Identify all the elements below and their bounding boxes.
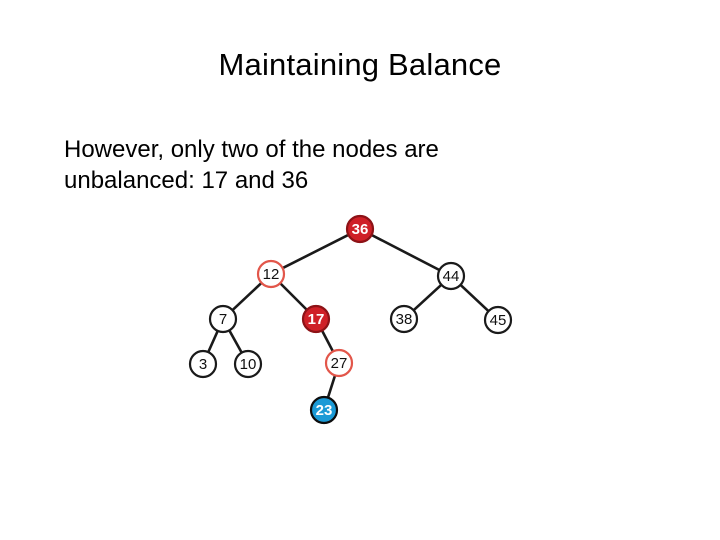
tree-node-circle (483, 305, 513, 335)
tree-node-label: 17 (308, 311, 325, 328)
tree-node-circle (436, 261, 466, 291)
tree-edge (280, 233, 351, 270)
tree-node-38: 38 (389, 304, 419, 334)
page-title: Maintaining Balance (218, 47, 502, 82)
tree-edge (411, 282, 444, 313)
tree-node-label: 36 (352, 221, 369, 238)
tree-node-layer: 36 12 44 7 17 38 45 3 10 27 23 (188, 214, 513, 425)
tree-node-3: 3 (188, 349, 218, 379)
tree-node-23: 23 (309, 395, 339, 425)
tree-edge (230, 280, 264, 313)
tree-node-label: 3 (199, 356, 207, 373)
tree-edge (320, 328, 335, 354)
tree-node-label: 10 (240, 356, 257, 373)
tree-node-label: 27 (331, 355, 348, 372)
tree-node-27: 27 (324, 348, 354, 378)
tree-edge (227, 328, 244, 355)
tree-node-44: 44 (436, 261, 466, 291)
tree-node-7: 7 (208, 304, 238, 334)
tree-node-circle (256, 259, 286, 289)
tree-edge (206, 328, 220, 355)
tree-node-label: 7 (219, 311, 227, 328)
tree-node-12: 12 (256, 259, 286, 289)
tree-edge (369, 233, 442, 272)
tree-node-label: 44 (443, 268, 460, 285)
tree-node-circle (233, 349, 263, 379)
tree-node-circle (389, 304, 419, 334)
tree-node-circle (345, 214, 375, 244)
tree-edge (278, 281, 309, 312)
tree-node-circle (208, 304, 238, 334)
tree-node-36: 36 (345, 214, 375, 244)
tree-node-label: 23 (316, 402, 333, 419)
tree-edge (326, 373, 337, 400)
tree-node-circle (324, 348, 354, 378)
tree-node-circle (309, 395, 339, 425)
tree-node-circle (188, 349, 218, 379)
slide-body-text: However, only two of the nodes are unbal… (64, 136, 439, 194)
tree-node-circle (301, 304, 331, 334)
tree-edge (458, 282, 491, 314)
tree-node-label: 12 (263, 266, 280, 283)
tree-node-45: 45 (483, 305, 513, 335)
tree-node-label: 38 (396, 311, 413, 328)
tree-node-label: 45 (490, 312, 507, 329)
tree-edge-layer (206, 233, 491, 400)
tree-node-17: 17 (301, 304, 331, 334)
tree-node-10: 10 (233, 349, 263, 379)
